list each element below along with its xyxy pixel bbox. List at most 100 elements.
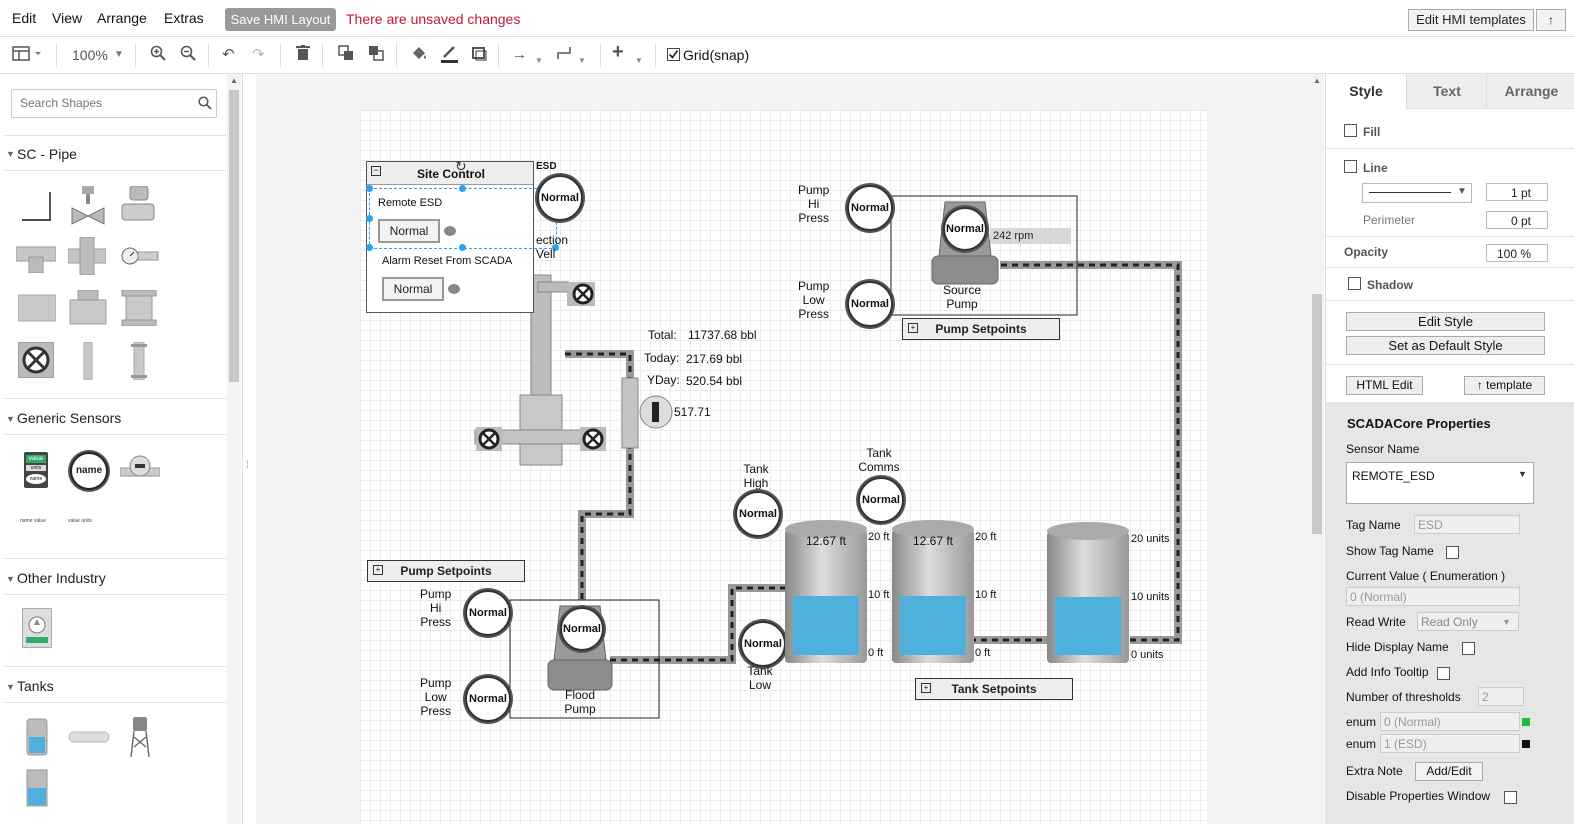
- esd-status[interactable]: Normal: [537, 175, 583, 221]
- collapse-icon[interactable]: −: [371, 166, 381, 176]
- horizontal-tank-shape[interactable]: [68, 730, 110, 747]
- html-edit-button[interactable]: HTML Edit: [1346, 376, 1423, 395]
- layout-panel-icon[interactable]: [12, 45, 42, 69]
- tab-text[interactable]: Text: [1406, 74, 1487, 109]
- disable-properties-checkbox[interactable]: [1504, 791, 1517, 804]
- resize-handle[interactable]: [459, 185, 466, 192]
- section-generic-sensors[interactable]: Generic Sensors: [17, 410, 122, 426]
- chevron-down-icon[interactable]: ▼: [535, 56, 543, 65]
- tank-1[interactable]: 12.67 ft: [785, 520, 867, 663]
- tab-arrange[interactable]: Arrange: [1486, 74, 1574, 109]
- hand-valve-shape[interactable]: [17, 341, 55, 381]
- zoom-level[interactable]: 100%: [72, 47, 108, 63]
- chevron-down-icon[interactable]: ▼: [1502, 617, 1511, 627]
- edit-hmi-templates-button[interactable]: Edit HMI templates: [1408, 9, 1534, 31]
- to-front-icon[interactable]: [338, 45, 354, 67]
- section-sc-pipe[interactable]: SC - Pipe: [17, 146, 77, 162]
- save-hmi-layout-button[interactable]: Save HMI Layout: [225, 8, 336, 31]
- tank-high-status[interactable]: Normal: [735, 491, 781, 537]
- resize-handle[interactable]: [459, 244, 466, 251]
- vertical-tank-shape[interactable]: [26, 717, 48, 760]
- flood-pump-setpoints[interactable]: +Pump Setpoints: [367, 560, 525, 582]
- tank-setpoints[interactable]: +Tank Setpoints: [915, 678, 1073, 700]
- chevron-down-icon[interactable]: ▼: [6, 149, 15, 159]
- edit-style-button[interactable]: Edit Style: [1346, 312, 1545, 331]
- hide-display-name-checkbox[interactable]: [1462, 642, 1475, 655]
- diagram-canvas[interactable]: − Site Control Remote ESD Normal Alarm R…: [256, 74, 1310, 824]
- enum-1-color-swatch[interactable]: [1522, 718, 1530, 726]
- zoom-out-icon[interactable]: [180, 45, 196, 67]
- section-other-industry[interactable]: Other Industry: [17, 570, 106, 586]
- menu-edit[interactable]: Edit: [12, 10, 37, 26]
- undo-icon[interactable]: ↶: [222, 46, 235, 63]
- square-tank-shape[interactable]: [26, 768, 48, 811]
- source-pump-hi-press-status[interactable]: Normal: [847, 185, 893, 231]
- remote-esd-value[interactable]: Normal: [378, 219, 440, 243]
- canvas-scrollbar[interactable]: ▲: [1310, 74, 1324, 824]
- resize-handle[interactable]: [366, 185, 373, 192]
- shadow-icon[interactable]: [471, 45, 487, 67]
- zoom-in-icon[interactable]: [150, 45, 166, 67]
- perimeter-input[interactable]: 0 pt: [1486, 211, 1548, 229]
- diagram-page[interactable]: − Site Control Remote ESD Normal Alarm R…: [360, 110, 1207, 824]
- opacity-input[interactable]: 100 %: [1486, 244, 1548, 262]
- value-display-shape[interactable]: value units name: [24, 452, 48, 488]
- actuator-valve-shape[interactable]: [120, 185, 156, 229]
- source-pump-low-press-status[interactable]: Normal: [847, 281, 893, 327]
- chevron-down-icon[interactable]: ▼: [6, 574, 15, 584]
- menu-view[interactable]: View: [52, 10, 83, 26]
- chevron-down-icon[interactable]: ▼: [635, 56, 643, 65]
- chevron-down-icon[interactable]: ▼: [1457, 186, 1467, 197]
- menu-extras[interactable]: Extras: [164, 10, 204, 26]
- flood-pump-low-press-status[interactable]: Normal: [465, 676, 511, 722]
- pressure-gauge-shape[interactable]: [120, 246, 160, 269]
- grid-snap-checkbox[interactable]: [667, 47, 680, 67]
- pipe-tee-shape[interactable]: [15, 239, 57, 276]
- line-color-icon[interactable]: [440, 45, 458, 69]
- pipe-flange-shape[interactable]: [120, 289, 158, 329]
- chevron-down-icon[interactable]: ▼: [6, 682, 15, 692]
- tag-name-input[interactable]: ESD: [1414, 515, 1520, 534]
- source-pump-status[interactable]: Normal: [943, 207, 987, 251]
- add-info-tooltip-checkbox[interactable]: [1437, 667, 1450, 680]
- pipe-vertical-shape[interactable]: [82, 341, 94, 383]
- pipe-straight-shape[interactable]: [17, 293, 57, 326]
- text-unit-shape[interactable]: value units: [68, 514, 102, 528]
- insert-plus-icon[interactable]: +: [612, 41, 624, 63]
- sidebar-scrollbar[interactable]: ▲: [227, 74, 241, 824]
- tank-comms-status[interactable]: Normal: [858, 477, 904, 523]
- chevron-down-icon[interactable]: ▼: [578, 56, 586, 65]
- alarm-reset-value[interactable]: Normal: [382, 277, 444, 301]
- tank-3[interactable]: [1047, 522, 1129, 663]
- shadow-checkbox[interactable]: [1348, 277, 1361, 290]
- show-tag-name-checkbox[interactable]: [1446, 546, 1459, 559]
- rotate-handle-icon[interactable]: ↻: [455, 158, 467, 174]
- resize-handle[interactable]: [552, 244, 559, 251]
- set-default-style-button[interactable]: Set as Default Style: [1346, 336, 1545, 355]
- flood-pump-hi-press-status[interactable]: Normal: [465, 590, 511, 636]
- pipe-reducer-shape[interactable]: [68, 289, 108, 329]
- search-icon[interactable]: [198, 96, 212, 110]
- read-write-select[interactable]: Read Only ▼: [1417, 612, 1519, 631]
- redo-icon[interactable]: ↷: [252, 46, 265, 63]
- thresholds-input[interactable]: 2: [1478, 687, 1524, 706]
- current-value-input[interactable]: 0 (Normal): [1346, 587, 1520, 606]
- search-shapes-field[interactable]: [11, 89, 217, 118]
- tab-style[interactable]: Style: [1326, 74, 1406, 108]
- menu-arrange[interactable]: Arrange: [97, 10, 147, 26]
- section-tanks[interactable]: Tanks: [17, 678, 54, 694]
- enum-2-input[interactable]: 1 (ESD): [1380, 734, 1520, 753]
- site-control-panel[interactable]: − Site Control Remote ESD Normal Alarm R…: [366, 161, 534, 313]
- pipe-vertical-flanged-shape[interactable]: [130, 341, 148, 383]
- chevron-down-icon[interactable]: ▼: [6, 414, 15, 424]
- search-input[interactable]: [18, 95, 192, 111]
- sensor-circle-shape[interactable]: name: [70, 452, 108, 490]
- connection-arrow-icon[interactable]: →: [512, 46, 527, 63]
- delete-icon[interactable]: [296, 45, 310, 67]
- waypoints-icon[interactable]: [556, 45, 574, 67]
- line-checkbox[interactable]: [1344, 160, 1357, 173]
- fan-device-shape[interactable]: [22, 608, 52, 648]
- enum-1-input[interactable]: 0 (Normal): [1380, 712, 1520, 731]
- line-style-select[interactable]: ▼: [1362, 183, 1472, 203]
- enum-2-color-swatch[interactable]: [1522, 740, 1530, 748]
